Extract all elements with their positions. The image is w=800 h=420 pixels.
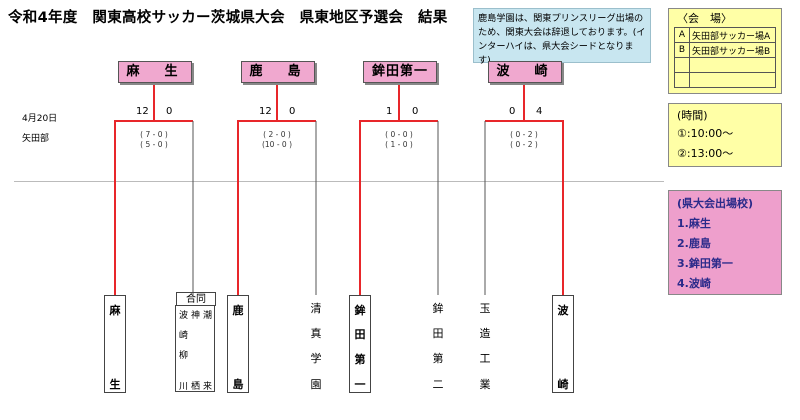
qualifiers-box: (県大会出場校) 1.麻生 2.鹿島 3.鉾田第一 4.波崎 (668, 190, 782, 295)
score-right: 0 (412, 106, 419, 117)
score-left: 12 (136, 106, 149, 117)
score-right: 4 (536, 106, 543, 117)
score-right: 0 (166, 106, 173, 117)
venue-heading: 〈会 場〉 (677, 12, 732, 25)
score-right: 0 (289, 106, 296, 117)
time-heading: (時間) (677, 109, 708, 122)
team-seishin: 清 真 学 園 (310, 302, 322, 391)
half-score-2: ( 0 - 2 ) (510, 140, 538, 149)
match-location: 矢田部 (22, 134, 50, 144)
match-date: 4月20日 (22, 114, 58, 124)
score-left: 12 (259, 106, 272, 117)
half-score-2: ( 1 - 0 ) (385, 140, 413, 149)
half-score-2: (10 - 0 ) (261, 140, 293, 149)
divider-line (14, 181, 664, 182)
time-box: (時間) ①:10:00～ ②:13:00～ (668, 103, 782, 167)
half-score-2: ( 5 - 0 ) (140, 140, 168, 149)
team-hokota-daini: 鉾 田 第 二 (432, 302, 444, 391)
qualifier-4: 4.波崎 (677, 277, 711, 290)
half-score-1: ( 7 - 0 ) (140, 130, 168, 139)
team-combined: 合同 波 崎 柳 川 神 栖 潮 来 (175, 292, 216, 392)
half-score-1: ( 0 - 2 ) (510, 130, 538, 139)
score-left: 0 (509, 106, 516, 117)
winner-box-2: 鹿 島 (241, 61, 315, 83)
qualifier-1: 1.麻生 (677, 217, 711, 230)
qualifier-2: 2.鹿島 (677, 237, 711, 250)
qualifiers-heading: (県大会出場校) (677, 197, 754, 210)
time-slot-2: ②:13:00～ (677, 147, 734, 160)
team-kashima: 鹿 島 (227, 295, 249, 393)
winner-box-1: 麻 生 (118, 61, 192, 83)
half-score-1: ( 0 - 0 ) (385, 130, 413, 139)
venue-row (674, 72, 776, 88)
qualifier-3: 3.鉾田第一 (677, 257, 733, 270)
team-hokota-daiichi: 鉾 田 第 一 (349, 295, 371, 393)
half-score-1: ( 2 - 0 ) (263, 130, 291, 139)
team-asou: 麻 生 (104, 295, 126, 393)
combined-heading: 合同 (176, 292, 216, 306)
score-left: 1 (386, 106, 393, 117)
winner-box-3: 鉾田第一 (363, 61, 437, 83)
page-title: 令和4年度 関東高校サッカー茨城県大会 県東地区予選会 結果 (8, 10, 448, 26)
winner-box-4: 波 崎 (488, 61, 562, 83)
notice-box: 鹿島学園は、関東プリンスリーグ出場のため、関東大会は辞退しております。(インター… (473, 8, 651, 66)
team-hasaki: 波 崎 (552, 295, 574, 393)
team-tamatsukuri: 玉 造 工 業 (479, 302, 491, 391)
time-slot-1: ①:10:00～ (677, 127, 734, 140)
